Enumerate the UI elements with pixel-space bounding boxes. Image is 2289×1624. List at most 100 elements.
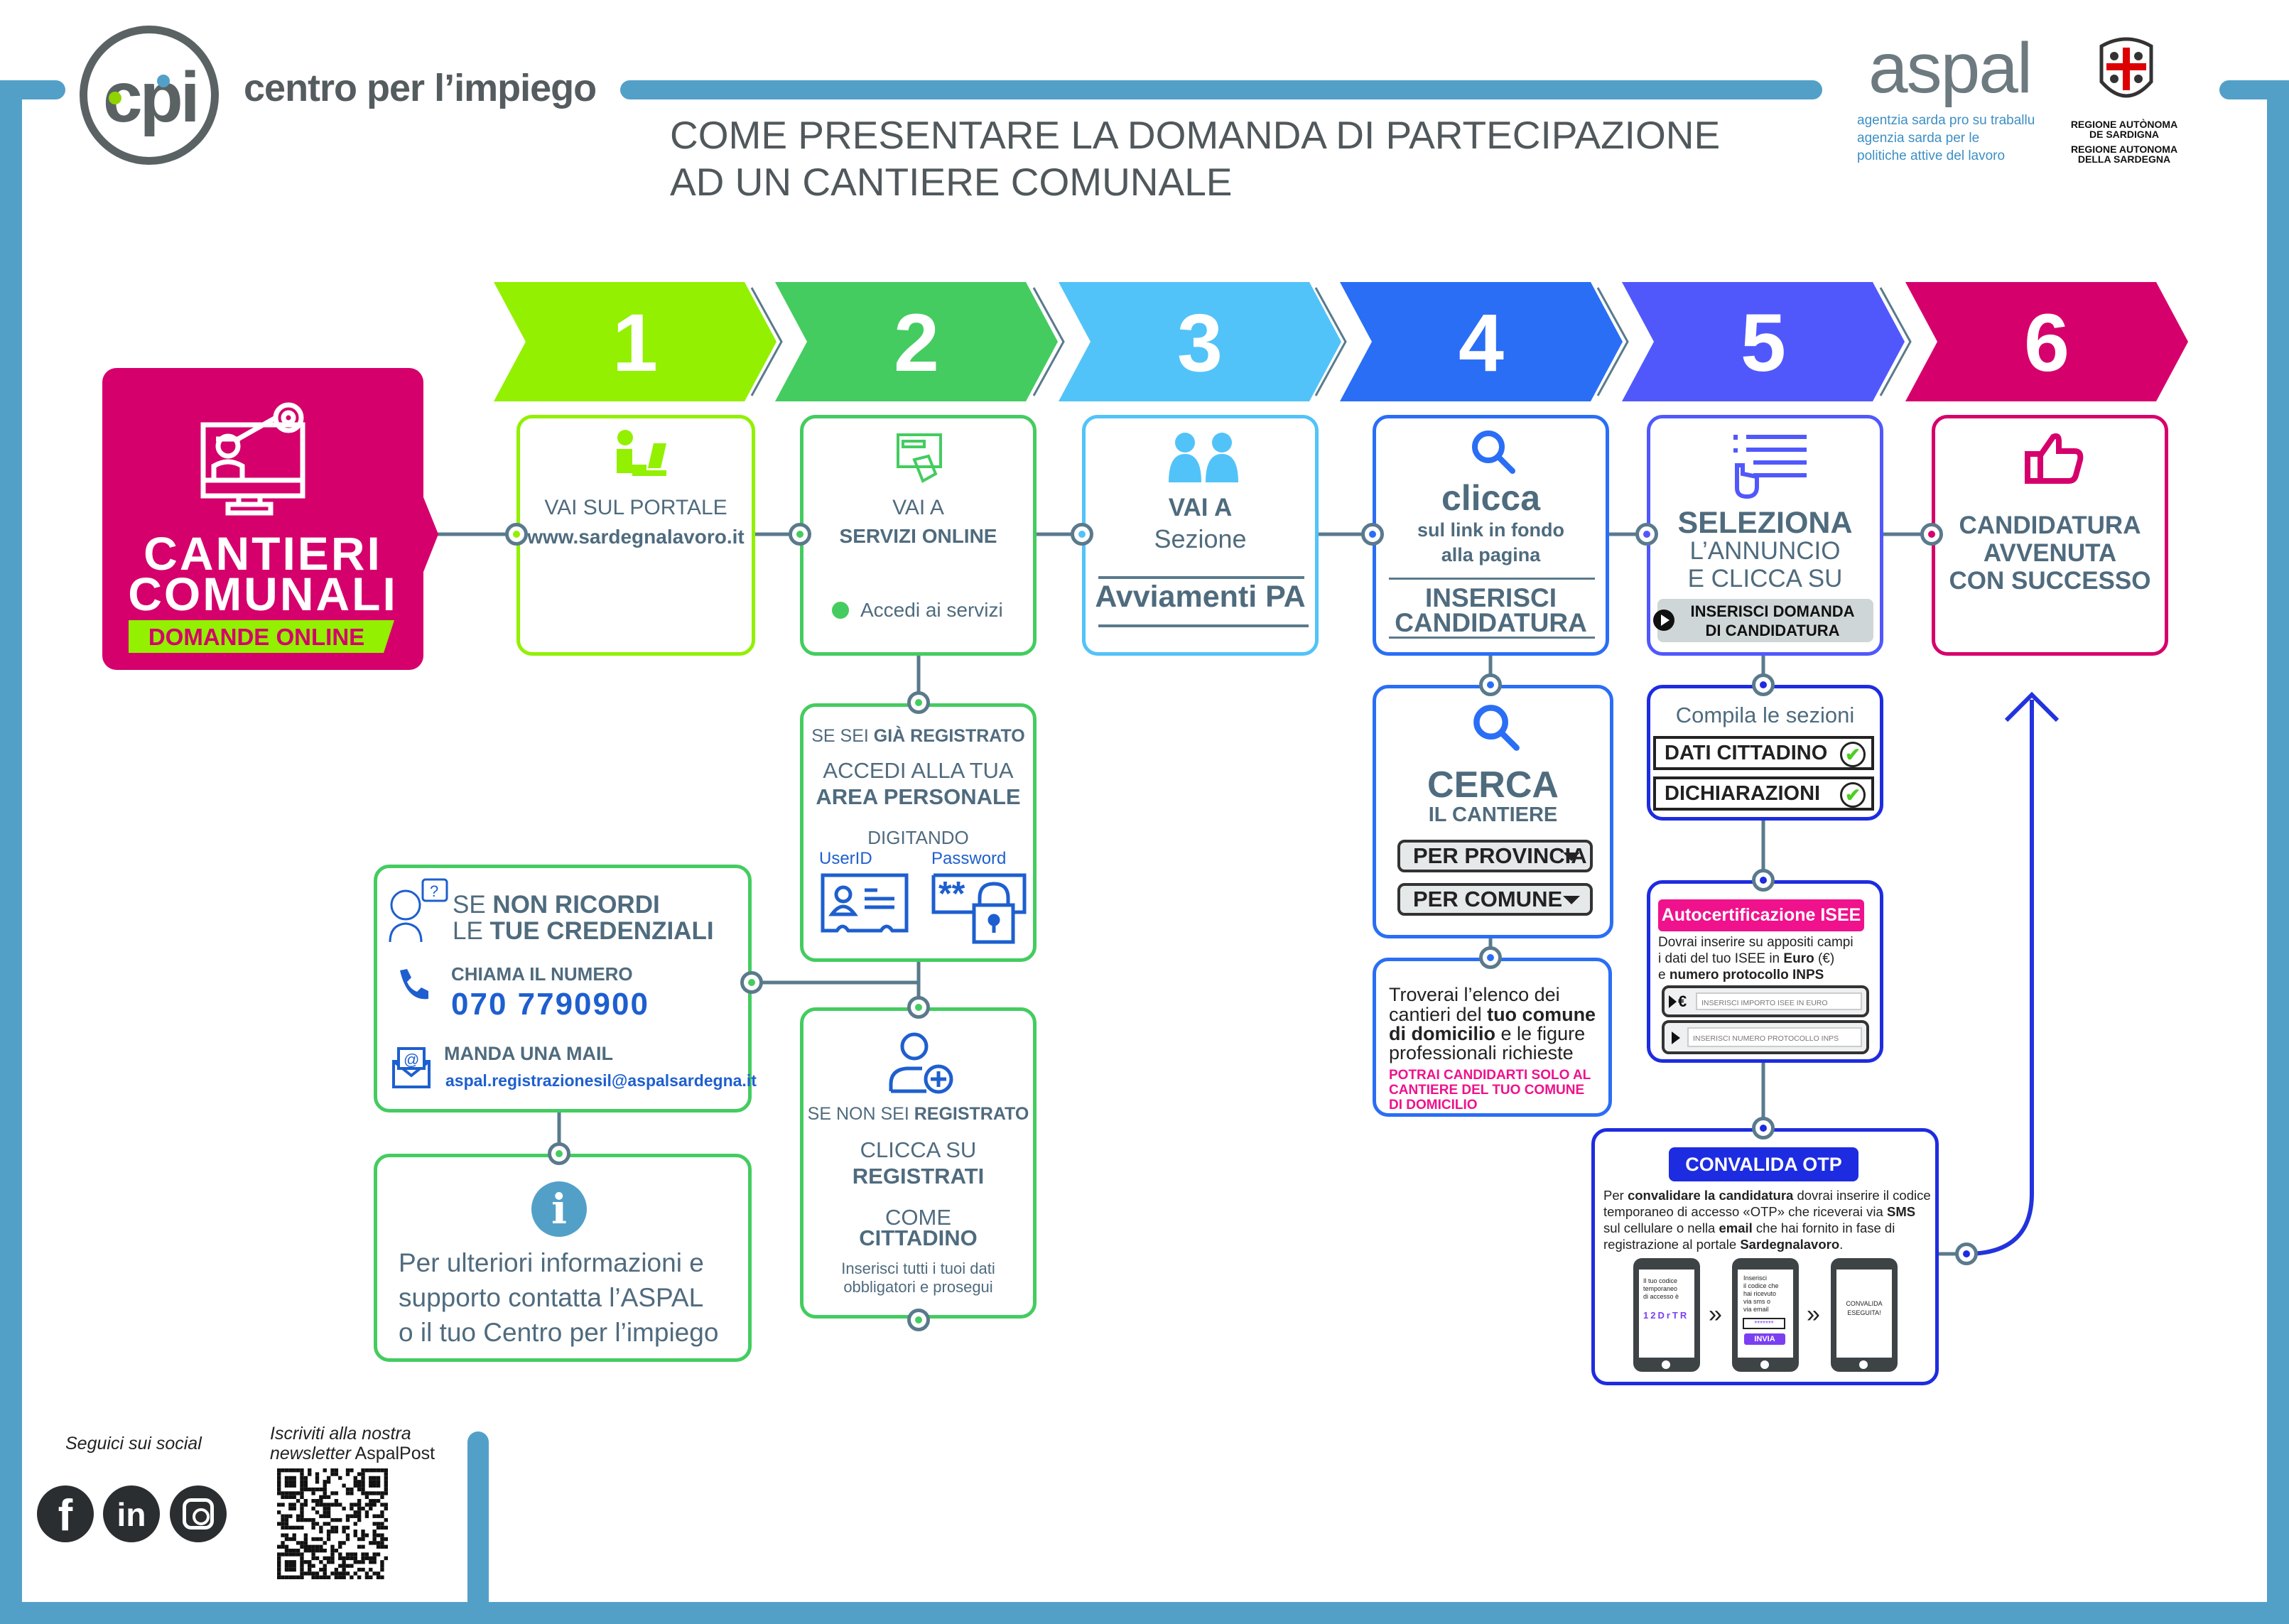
- facebook-icon[interactable]: f: [37, 1485, 94, 1542]
- section-dati-cittadino[interactable]: DATI CITTADINO✔: [1653, 736, 1874, 770]
- section-dichiarazioni[interactable]: DICHIARAZIONI✔: [1653, 776, 1874, 811]
- search-icon: [1473, 705, 1520, 751]
- phone-number[interactable]: 070 7790900: [451, 987, 649, 1022]
- frame-bottom: [0, 1602, 2289, 1624]
- sardegna-emblem-icon: [2099, 37, 2153, 98]
- not-registered-box: SE NON SEI REGISTRATO CLICCA SU REGISTRA…: [800, 1007, 1037, 1319]
- connector-node: [907, 691, 930, 714]
- frame-left: [0, 80, 22, 1624]
- linkedin-icon[interactable]: in: [103, 1485, 160, 1542]
- double-chevron-icon: »: [1807, 1301, 1820, 1328]
- frame-top-middle: [620, 80, 1822, 99]
- newsletter-label-2: newsletter AspalPost: [270, 1444, 435, 1463]
- connector-node: [1361, 523, 1384, 546]
- compila-sezioni-box: Compila le sezioni DATI CITTADINO✔ DICHI…: [1647, 685, 1883, 821]
- credentials-help-box: ? SE NON RICORDI LE TUE CREDENZIALI CHIA…: [374, 865, 757, 1113]
- bullet-dot: [832, 602, 849, 619]
- aspal-logo: aspal: [1868, 28, 2033, 108]
- registered-box: SE SEI GIÀ REGISTRATO ACCEDI ALLA TUA AR…: [800, 703, 1037, 962]
- phone-icon: [400, 969, 428, 1000]
- instagram-icon[interactable]: [170, 1485, 227, 1542]
- social-label: Seguici sui social: [65, 1434, 202, 1454]
- newsletter-label: Iscriviti alla nostra: [270, 1424, 411, 1444]
- play-icon: [1672, 1032, 1680, 1044]
- cantieri-comunali-banner: CANTIERI COMUNALI DOMANDE ONLINE: [102, 368, 423, 670]
- banner-pointer: [423, 497, 438, 572]
- inps-protocol-field[interactable]: INSERISCI NUMERO PROTOCOLLO INPS: [1687, 1027, 1862, 1047]
- accedi-servizi-link[interactable]: Accedi ai servizi: [860, 599, 1003, 621]
- chevron-down-icon: [1563, 896, 1580, 904]
- play-icon: [1669, 995, 1677, 1008]
- otp-box: CONVALIDA OTP Per convalidare la candida…: [1591, 1128, 1939, 1385]
- worker-monitor-gear-icon: [200, 402, 305, 516]
- provincia-dropdown[interactable]: PER PROVINCIA: [1397, 840, 1593, 872]
- connector-node: [1955, 1243, 1978, 1265]
- step-number-6: 6: [2024, 298, 2069, 389]
- svg-text:?: ?: [430, 882, 438, 900]
- connector-node: [1752, 1117, 1775, 1139]
- chevron-step-5: [1622, 282, 1905, 401]
- connector-node: [1635, 523, 1658, 546]
- thumbs-up-icon: [2025, 433, 2084, 484]
- page-title-line2: AD UN CANTIERE COMUNALE: [670, 160, 1233, 204]
- chevron-step-6: [1905, 282, 2188, 401]
- connector-node: [789, 523, 811, 546]
- connector-node: [548, 1142, 570, 1165]
- portal-link[interactable]: www.sardegnalavoro.it: [527, 526, 745, 548]
- info-icon: i: [531, 1181, 587, 1237]
- chevron-step-2: [775, 282, 1058, 401]
- confused-person-icon: ?: [389, 878, 448, 943]
- connector-node: [505, 523, 528, 546]
- page-title-line1: COME PRESENTARE LA DOMANDA DI PARTECIPAZ…: [670, 113, 1721, 157]
- step-number-3: 3: [1177, 298, 1223, 389]
- id-card-icon: [821, 873, 909, 933]
- success-arrow: [1966, 691, 2060, 1256]
- inserisci-domanda-button[interactable]: INSERISCI DOMANDA DI CANDIDATURA: [1653, 599, 1873, 642]
- cerca-cantiere-box: CERCA IL CANTIERE PER PROVINCIA PER COMU…: [1373, 685, 1613, 938]
- isee-amount-field[interactable]: INSERISCI IMPORTO ISEE IN EURO: [1696, 992, 1862, 1010]
- phone-code-mockup: Il tuo codice temporaneo di accesso è 12…: [1633, 1258, 1700, 1372]
- step-number-2: 2: [894, 298, 939, 389]
- search-icon: [1472, 431, 1515, 474]
- step-1-box: VAI SUL PORTALE www.sardegnalavoro.it: [516, 415, 755, 656]
- people-icon: [1169, 433, 1238, 482]
- step-3-box: VAI A Sezione Avviamenti PA: [1082, 415, 1319, 656]
- list-click-icon: [1733, 435, 1807, 499]
- troverai-box: Troverai l’elenco dei cantieri del tuo c…: [1373, 958, 1612, 1117]
- send-button[interactable]: INVIA: [1744, 1333, 1785, 1345]
- connector-node: [1071, 523, 1093, 546]
- newsletter-qr-code[interactable]: [277, 1468, 388, 1579]
- chevron-step-1: [494, 282, 776, 401]
- isee-box: Autocertificazione ISEE Dovrai inserire …: [1647, 880, 1883, 1063]
- domande-online-band: DOMANDE ONLINE: [129, 620, 394, 653]
- step-number-1: 1: [612, 298, 658, 389]
- connector-node: [907, 996, 930, 1019]
- step-number-4: 4: [1459, 298, 1504, 389]
- touch-screen-icon: [897, 433, 942, 483]
- connector-node: [1752, 673, 1775, 696]
- add-user-icon: [889, 1032, 953, 1094]
- connector-node: [1920, 523, 1943, 546]
- check-icon: ✔: [1840, 742, 1866, 767]
- step-4-box: clicca sul link in fondo alla pagina INS…: [1373, 415, 1609, 656]
- step-number-5: 5: [1741, 298, 1786, 389]
- isee-header: Autocertificazione ISEE: [1658, 899, 1864, 931]
- email-link[interactable]: aspal.registrazionesil@aspalsardegna.it: [445, 1071, 757, 1090]
- cpi-logo: cpi: [80, 26, 219, 165]
- registrati-link[interactable]: REGISTRATI: [852, 1164, 985, 1189]
- step-2-box: VAI A SERVIZI ONLINE Accedi ai servizi: [800, 415, 1037, 656]
- comune-dropdown[interactable]: PER COMUNE: [1397, 883, 1593, 916]
- step-chevrons: 1 2 3 4 5 6: [494, 282, 2188, 401]
- step-5-box: SELEZIONA L’ANNUNCIO E CLICCA SU INSERIS…: [1647, 415, 1883, 656]
- isee-amount-input[interactable]: € INSERISCI IMPORTO ISEE IN EURO: [1662, 985, 1869, 1017]
- password-lock-icon: [931, 873, 1027, 944]
- inps-protocol-input[interactable]: INSERISCI NUMERO PROTOCOLLO INPS: [1662, 1020, 1869, 1054]
- avviamenti-pa-link[interactable]: Avviamenti PA: [1095, 580, 1306, 614]
- info-box: i Per ulteriori informazioni e supporto …: [374, 1154, 752, 1362]
- brand-name: centro per l’impiego: [244, 67, 597, 109]
- phone-success-mockup: CONVALIDA ESEGUITA!: [1831, 1258, 1898, 1372]
- person-laptop-icon: [617, 430, 666, 476]
- connector-node: [1752, 869, 1775, 892]
- connector-node: [1479, 946, 1502, 969]
